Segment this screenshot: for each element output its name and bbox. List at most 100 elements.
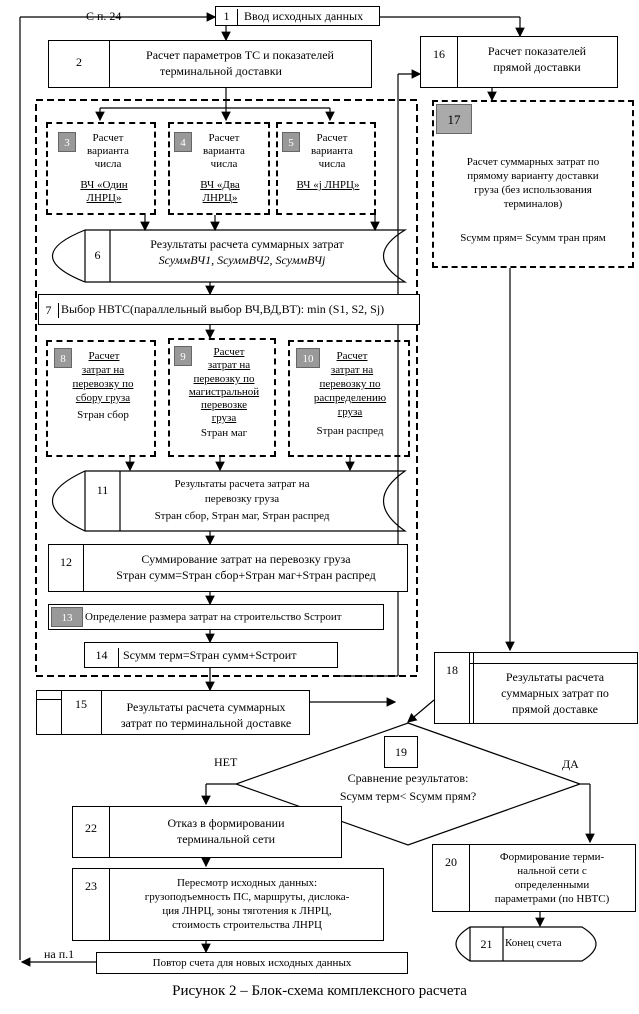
block-9-l7: Sтран маг — [200, 427, 248, 439]
block-4-l3: числа — [210, 158, 238, 170]
block-6-number: 6 — [94, 248, 101, 262]
block-16-line1: Расчет показателей — [487, 44, 587, 58]
block-9-l6: груза — [211, 412, 237, 424]
block-3-l5: ЛНРЦ» — [86, 192, 122, 204]
block-10-l1: Расчет — [336, 350, 368, 362]
block-19-number-box: 19 — [384, 736, 418, 768]
block-14-text: Sсумм терм=Sтран сумм+Sстроит — [123, 648, 297, 662]
block-17: 17 Расчет суммарных затрат по прямому ва… — [432, 100, 634, 268]
block-8-l2: затрат на — [81, 364, 125, 376]
block-21-number: 21 — [480, 937, 493, 951]
block-7-number: 7 — [39, 303, 59, 318]
to-1-label: на п.1 — [44, 947, 75, 961]
figure-caption: Рисунок 2 – Блок-схема комплексного расч… — [172, 983, 467, 999]
decision-19-shape — [234, 722, 582, 846]
block-3-l1: Расчет — [92, 132, 124, 144]
block-18: 18 Результаты расчета суммарных затрат п… — [434, 652, 638, 724]
block-3: 3 Расчет варианта числа ВЧ «Один ЛНРЦ» — [46, 122, 156, 215]
block-9-l3: перевозку по — [193, 373, 255, 385]
block-9-number: 9 — [174, 346, 192, 366]
block-2: 2 Расчет параметров ТС и показателей тер… — [48, 40, 372, 88]
block-4-number: 4 — [174, 132, 192, 152]
block-10: 10 Расчет затрат на перевозку по распред… — [288, 340, 410, 457]
block-9-l4: магистральной — [188, 386, 260, 398]
block-18-number: 18 — [446, 663, 458, 677]
block-22: 22 Отказ в формировании терминальной сет… — [72, 806, 342, 858]
block-4: 4 Расчет варианта числа ВЧ «Два ЛНРЦ» — [168, 122, 270, 215]
block-22-line1: Отказ в формировании — [167, 816, 285, 830]
block-14: 14 Sсумм терм=Sтран сумм+Sстроит — [84, 642, 338, 668]
block-18-line3: прямой доставке — [512, 702, 598, 716]
block-20-line4: параметрами (по НВТС) — [494, 893, 610, 905]
block-23-line2: грузоподъемность ПС, маршруты, дислока- — [144, 891, 350, 903]
yes-label: ДА — [562, 757, 579, 771]
block-13: 13 Определение размера затрат на строите… — [48, 604, 384, 630]
block-17-line4: терминалов) — [503, 198, 563, 210]
block-14-number: 14 — [85, 648, 119, 668]
block-20-line1: Формирование терми- — [499, 851, 605, 863]
block-12: 12 Суммирование затрат на перевозку груз… — [48, 544, 408, 592]
end-21-shape — [455, 926, 597, 962]
block-12-line2: Sтран сумм=Sтран сбор+Sтран маг+Sтран ра… — [116, 568, 376, 582]
block-1-number: 1 — [216, 9, 238, 25]
block-7: 7 Выбор НВТС(параллельный выбор ВЧ,ВД,ВТ… — [38, 294, 420, 325]
block-4-l4: ВЧ «Два — [200, 179, 240, 191]
block-5-number: 5 — [282, 132, 300, 152]
block-11-line3: Sтран сбор, Sтран маг, Sтран распред — [154, 510, 330, 522]
block-9: 9 Расчет затрат на перевозку по магистра… — [168, 338, 276, 457]
block-5-l2: варианта — [311, 145, 353, 157]
block-1: 1 Ввод исходных данных — [215, 6, 380, 26]
block-20: 20 Формирование терми- нальной сети с оп… — [432, 844, 636, 912]
block-8-l5: Sтран сбор — [77, 409, 129, 421]
block-10-number: 10 — [296, 348, 320, 368]
block-11-number: 11 — [96, 483, 109, 497]
block-12-number: 12 — [60, 555, 72, 569]
block-20-number: 20 — [445, 855, 457, 869]
block-22-number: 22 — [85, 821, 97, 835]
result-6-shape — [52, 229, 408, 283]
block-17-number: 17 — [436, 104, 472, 134]
block-11-line2: перевозку груза — [204, 493, 280, 505]
block-2-number: 2 — [76, 55, 82, 69]
block-17-line1: Расчет суммарных затрат по — [466, 156, 600, 168]
block-5-l4: ВЧ «j ЛНРЦ» — [296, 179, 360, 191]
block-15: 15 Результаты расчета суммарных затрат п… — [36, 690, 310, 735]
block-11-line1: Результаты расчета затрат на — [174, 478, 310, 490]
result-11-shape — [52, 470, 407, 532]
block-18-line2: суммарных затрат по — [501, 686, 609, 700]
block-4-l2: варианта — [203, 145, 245, 157]
block-6-line2: SсуммВЧ1, SсуммВЧ2, SсуммВЧj — [158, 253, 326, 267]
block-15-line2: затрат по терминальной доставке — [120, 716, 292, 730]
block-16-number: 16 — [433, 47, 445, 61]
block-13-text: Определение размера затрат на строительс… — [85, 611, 342, 623]
block-8-number: 8 — [54, 348, 72, 368]
block-8-l3: перевозку по — [72, 378, 134, 390]
block-6-line1: Результаты расчета суммарных затрат — [150, 237, 344, 251]
block-3-l2: варианта — [87, 145, 129, 157]
block-12-line1: Суммирование затрат на перевозку груза — [141, 552, 351, 566]
block-2-line2: терминальной доставки — [160, 64, 282, 78]
block-3-l3: числа — [94, 158, 122, 170]
block-1-text: Ввод исходных данных — [244, 9, 364, 23]
block-22-line2: терминальной сети — [176, 832, 276, 846]
block-10-l3: перевозку по — [319, 378, 381, 390]
block-10-l2: затрат на — [330, 364, 374, 376]
block-2-line1: Расчет параметров ТС и показателей — [146, 48, 334, 62]
block-21-text: Конец счета — [505, 937, 562, 949]
block-9-l2: затрат на — [207, 359, 251, 371]
block-23: 23 Пересмотр исходных данных: грузоподъе… — [72, 868, 384, 941]
block-13-number: 13 — [51, 607, 83, 627]
no-label: НЕТ — [214, 755, 238, 769]
block-24-text: Повтор счета для новых исходных данных — [152, 957, 352, 969]
block-17-line5: Sсумм прям= Sсумм тран прям — [460, 232, 606, 244]
block-15-number: 15 — [75, 697, 87, 711]
block-10-l6: Sтран распред — [316, 425, 384, 437]
block-4-l1: Расчет — [208, 132, 240, 144]
block-8-l1: Расчет — [88, 350, 120, 362]
block-24: Повтор счета для новых исходных данных — [96, 952, 408, 974]
block-9-l1: Расчет — [213, 346, 245, 358]
block-19-line2: Sсумм терм< Sсумм прям? — [339, 789, 477, 803]
block-5-l1: Расчет — [316, 132, 348, 144]
block-9-l5: перевозке — [200, 399, 248, 411]
